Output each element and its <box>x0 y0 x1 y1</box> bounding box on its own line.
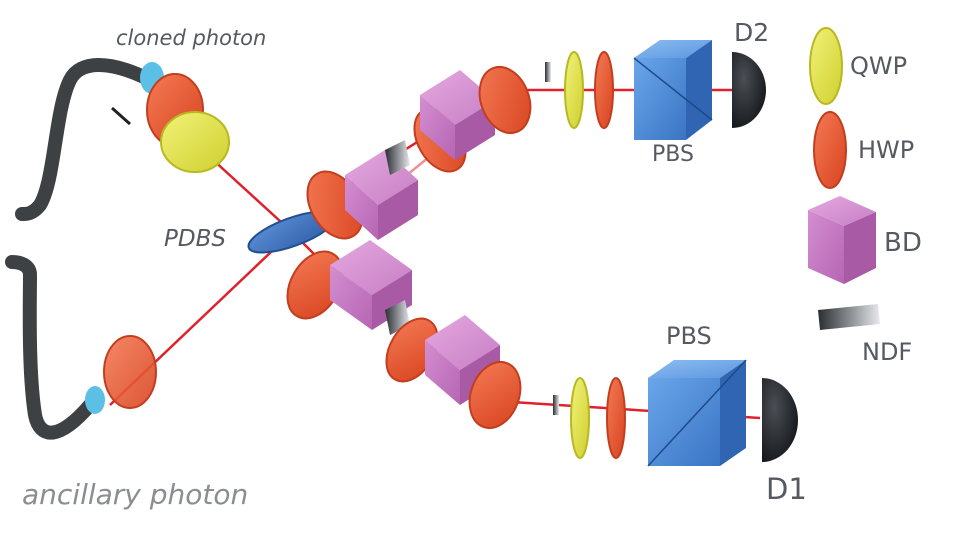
hwp-lower-4 <box>606 377 626 459</box>
hwp-upper-4 <box>594 51 614 129</box>
hwp-ancillary <box>103 335 157 409</box>
legend-bd-icon <box>808 196 876 284</box>
ndf-lower-2 <box>553 395 559 415</box>
ancillary-photon-fiber <box>5 255 97 440</box>
translation-arrow <box>111 106 131 126</box>
d1-label: D1 <box>766 472 807 506</box>
qwp-upper <box>564 51 584 129</box>
qwp-lower <box>570 377 590 459</box>
legend-qwp-icon <box>809 27 843 105</box>
pdbs-label: PDBS <box>164 226 226 252</box>
pbs-upper <box>633 40 713 140</box>
d2-label: D2 <box>734 18 770 47</box>
legend-bd-label: BD <box>884 228 922 258</box>
hwp-upper-3 <box>478 66 532 134</box>
legend-qwp-label: QWP <box>850 52 908 80</box>
pbs-bottom-label: PBS <box>666 322 712 350</box>
pbs-top-label: PBS <box>652 142 694 167</box>
detector-d1 <box>762 378 798 462</box>
lens-ancillary <box>85 386 105 414</box>
cloned-photon-label: cloned photon <box>116 26 267 50</box>
pbs-lower <box>647 359 747 467</box>
detector-d2 <box>732 52 766 128</box>
legend-hwp-label: HWP <box>858 136 915 164</box>
qwp-cloned <box>160 111 230 173</box>
ndf-upper <box>385 140 410 175</box>
ndf-upper-2 <box>545 62 551 82</box>
hwp-lower-3 <box>468 361 522 429</box>
bd-lower-1 <box>330 240 412 330</box>
ancillary-photon-label: ancillary photon <box>22 478 249 511</box>
cloned-photon-fiber <box>15 58 157 222</box>
legend-ndf-icon <box>818 304 880 330</box>
legend-ndf-label: NDF <box>862 338 913 366</box>
legend-hwp-icon <box>813 111 847 189</box>
